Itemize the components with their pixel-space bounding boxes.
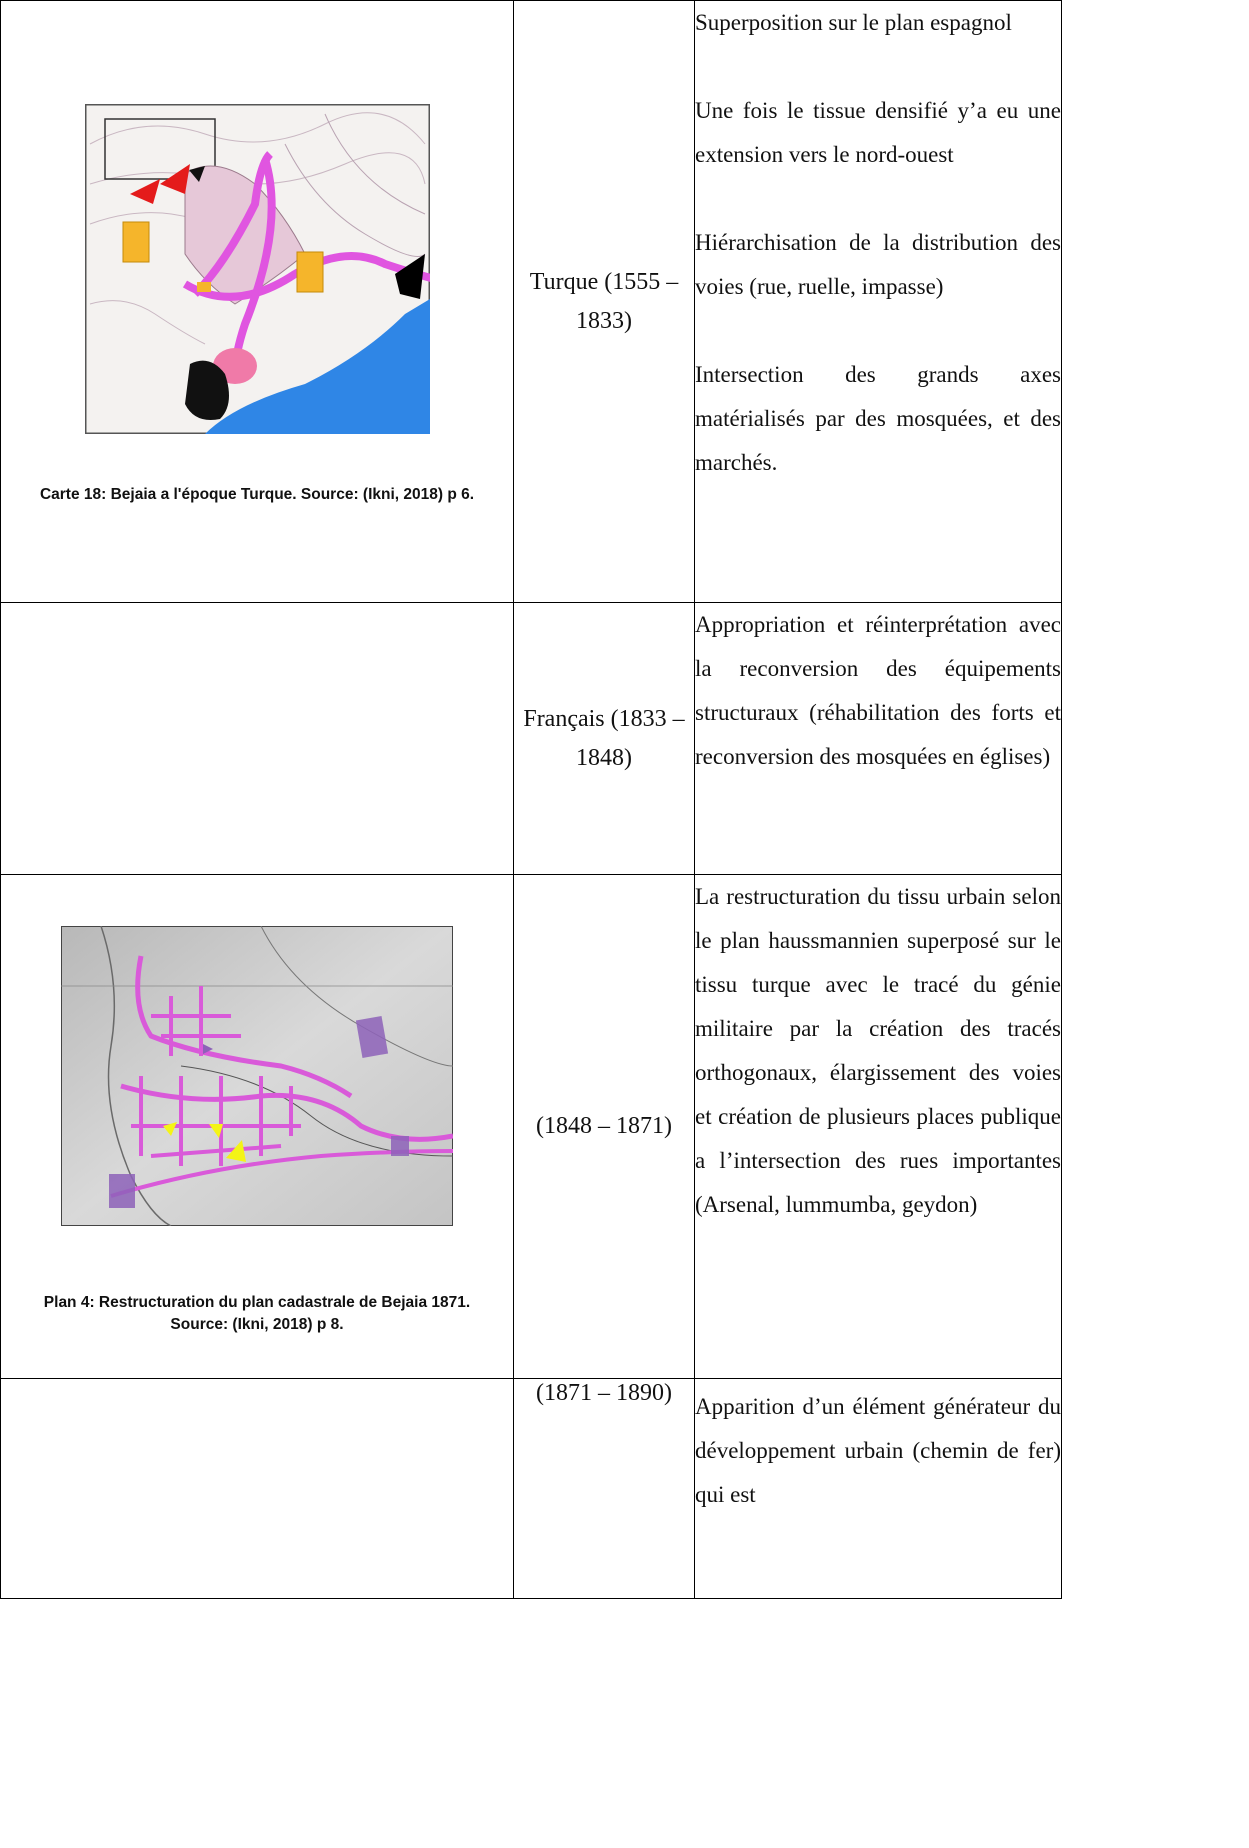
description-paragraph: Appropriation et réinterprétation avec l… <box>695 612 1061 769</box>
table-row: Plan 4: Restructuration du plan cadastra… <box>0 874 1062 1379</box>
description-cell: Appropriation et réinterprétation avec l… <box>694 602 1062 875</box>
description-paragraph: Hiérarchisation de la distribution des v… <box>695 230 1061 299</box>
figure-caption: Carte 18: Bejaia a l'époque Turque. Sour… <box>39 485 475 503</box>
description-paragraph: Apparition d’un élément générateur du dé… <box>695 1394 1061 1507</box>
history-table: Carte 18: Bejaia a l'époque Turque. Sour… <box>0 0 1062 1599</box>
figure-caption: Plan 4: Restructuration du plan cadastra… <box>43 1293 471 1333</box>
cadastral-plan-map <box>61 925 453 1226</box>
period-cell: (1848 – 1871) <box>513 874 695 1379</box>
table-row: Carte 18: Bejaia a l'époque Turque. Sour… <box>0 0 1062 603</box>
table-row: (1871 – 1890) Apparition d’un élément gé… <box>0 1378 1062 1599</box>
figure-cell <box>0 1378 514 1599</box>
figure-cell: Plan 4: Restructuration du plan cadastra… <box>0 874 514 1379</box>
figure-cell <box>0 602 514 875</box>
description-cell: La restructuration du tissu urbain selon… <box>694 874 1062 1379</box>
description-cell: Apparition d’un élément générateur du dé… <box>694 1378 1062 1599</box>
period-cell: Français (1833 – 1848) <box>513 602 695 875</box>
description-cell: Superposition sur le plan espagnol Une f… <box>694 0 1062 603</box>
turkish-era-map <box>84 103 430 434</box>
period-cell: (1871 – 1890) <box>513 1378 695 1599</box>
period-cell: Turque (1555 – 1833) <box>513 0 695 603</box>
description-paragraph: Superposition sur le plan espagnol <box>695 10 1012 35</box>
figure-cell: Carte 18: Bejaia a l'époque Turque. Sour… <box>0 0 514 603</box>
description-paragraph: La restructuration du tissu urbain selon… <box>695 884 1061 1217</box>
description-paragraph: Intersection des grands axes matérialisé… <box>695 362 1061 475</box>
table-row: Français (1833 – 1848) Appropriation et … <box>0 602 1062 875</box>
description-paragraph: Une fois le tissue densifié y’a eu une e… <box>695 98 1061 167</box>
